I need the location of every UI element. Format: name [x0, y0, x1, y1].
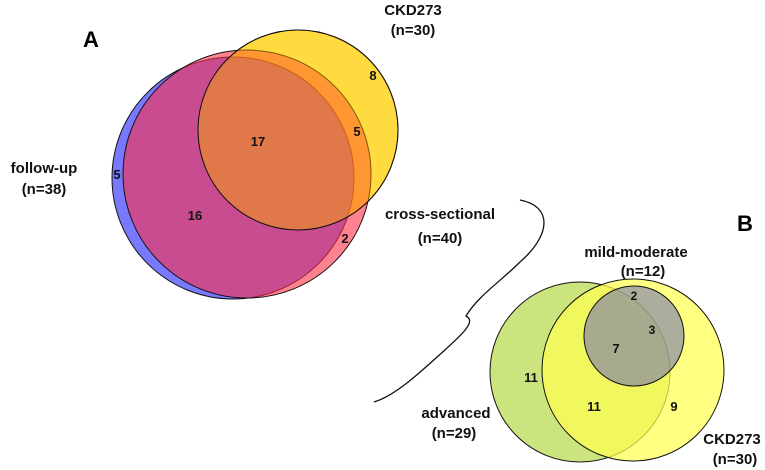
region-mild-only: 2 — [631, 289, 638, 303]
panel-b-label: B — [737, 211, 753, 236]
mild-moderate-circle — [583, 285, 685, 387]
region-all-three-b: 7 — [612, 341, 619, 356]
region-ckd-only-b: 9 — [670, 399, 677, 414]
ckd273-set-name: CKD273 — [384, 2, 442, 19]
region-mild-ckd: 3 — [649, 323, 656, 337]
follow-up-set-name: follow-up — [11, 160, 78, 177]
region-ckd-cross: 5 — [353, 124, 360, 139]
panel-a-label: A — [83, 27, 99, 52]
region-advanced-only: 11 — [524, 370, 538, 385]
curly-brace — [373, 199, 545, 403]
mild-moderate-set-count: (n=12) — [621, 263, 666, 280]
mild-moderate-set-name: mild-moderate — [584, 244, 687, 261]
region-follow-only: 5 — [113, 167, 120, 182]
region-follow-cross: 16 — [188, 208, 202, 223]
region-advanced-ckd: 11 — [587, 399, 601, 414]
region-cross-only: 2 — [341, 231, 348, 246]
ckd273-set-count: (n=30) — [391, 22, 436, 39]
advanced-set-count: (n=29) — [432, 425, 477, 442]
cross-sectional-circle — [122, 49, 372, 299]
region-ckd-only: 8 — [369, 68, 376, 83]
advanced-set-name: advanced — [421, 405, 490, 422]
cross-sectional-set-name: cross-sectional — [385, 206, 495, 223]
ckd273-overlap-shade — [197, 29, 399, 231]
panel-b: B mild-moderate (n=12) advanced (n=29) C… — [421, 211, 760, 468]
region-all-three: 17 — [251, 134, 265, 149]
follow-up-set-count: (n=38) — [22, 181, 67, 198]
cross-sectional-set-count: (n=40) — [418, 230, 463, 247]
ckd273-b-set-count: (n=30) — [713, 451, 758, 468]
panel-a: A CKD273 (n=30) follow-up (n=38) cross-s… — [11, 2, 495, 300]
ckd273-b-set-name: CKD273 — [703, 431, 761, 448]
